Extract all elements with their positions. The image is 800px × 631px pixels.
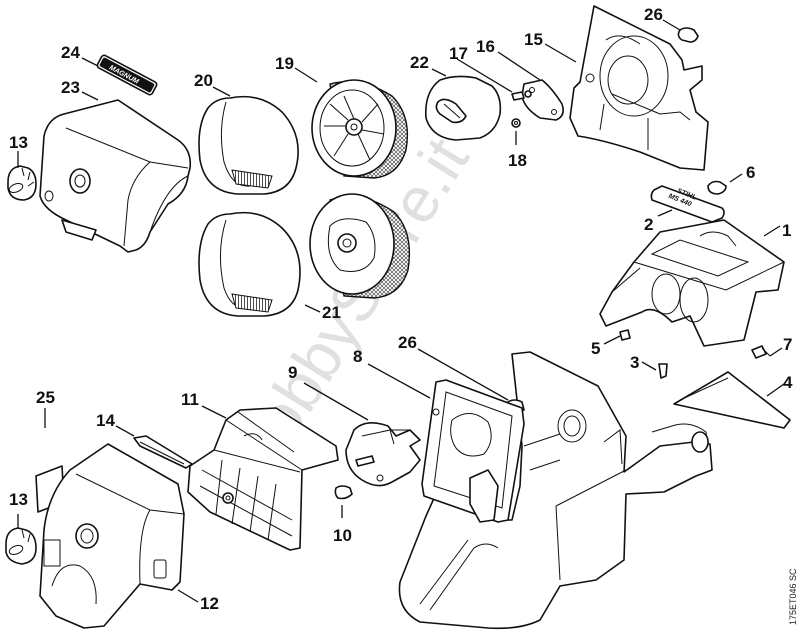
part-1-shroud[interactable]: [599, 219, 785, 347]
callout-26-top: 26: [644, 5, 663, 24]
callout-15: 15: [524, 30, 543, 49]
callout-22: 22: [410, 53, 429, 72]
leader-lines: [17, 19, 785, 603]
part-16-filter-plate[interactable]: [521, 79, 564, 121]
callout-5: 5: [591, 339, 600, 358]
part-17-stud[interactable]: [511, 90, 532, 101]
callout-19: 19: [275, 54, 294, 73]
part-22-foam-filter[interactable]: [424, 75, 502, 141]
part-13-cover-knob-bottom[interactable]: [5, 527, 37, 565]
part-14-cover-strip[interactable]: [133, 435, 193, 469]
callout-labels: 24 23 13 20 19 21 22 17 16 18 15 26 6 2 …: [9, 5, 793, 613]
part-5-screw[interactable]: [619, 329, 631, 341]
part-12-filter-cover-standard[interactable]: [39, 443, 185, 629]
callout-2: 2: [644, 215, 653, 234]
callout-11: 11: [181, 390, 199, 409]
callout-25: 25: [36, 388, 55, 407]
callout-21: 21: [322, 303, 341, 322]
reference-code: 175ET046 SC: [788, 568, 798, 625]
callout-7: 7: [783, 335, 792, 354]
callout-20: 20: [194, 71, 213, 90]
callout-18: 18: [508, 151, 527, 170]
part-20-prefilter-sleeve[interactable]: [198, 95, 299, 195]
callout-13-top: 13: [9, 133, 28, 152]
callout-23: 23: [61, 78, 80, 97]
part-26-plug-top[interactable]: [677, 27, 699, 43]
part-10-screw[interactable]: [334, 485, 353, 500]
engine-housing[interactable]: [398, 351, 713, 630]
part-19-air-filter-hd[interactable]: [311, 79, 409, 179]
callout-24: 24: [61, 43, 80, 62]
callout-8: 8: [353, 347, 362, 366]
part-13-cover-knob-top[interactable]: [7, 165, 37, 201]
callout-9: 9: [288, 363, 297, 382]
callout-6: 6: [746, 163, 755, 182]
part-23-filter-cover-magnum[interactable]: [39, 99, 192, 253]
part-7-screw[interactable]: [751, 345, 771, 359]
part-6-rubber-plug[interactable]: [707, 180, 727, 195]
callout-1: 1: [782, 221, 791, 240]
part-8-carburetor-plate[interactable]: [421, 379, 525, 523]
part-15-carburetor-box[interactable]: [569, 5, 709, 171]
callout-17: 17: [449, 44, 468, 63]
part-4-baffle-plate[interactable]: [673, 371, 791, 429]
callout-4: 4: [783, 373, 793, 392]
callout-12: 12: [200, 594, 219, 613]
callout-10: 10: [333, 526, 352, 545]
callout-3: 3: [630, 353, 639, 372]
part-24-magnum-badge[interactable]: MAGNUM: [96, 54, 158, 96]
part-21-prefilter-sleeve-fine[interactable]: [198, 211, 301, 317]
part-9-choke-bracket[interactable]: [345, 422, 421, 487]
part-air-filter-standard[interactable]: [309, 193, 411, 299]
callout-16: 16: [476, 37, 495, 56]
callout-26-lower: 26: [398, 333, 417, 352]
part-18-nut[interactable]: [511, 118, 521, 128]
part-3-grommet[interactable]: [658, 363, 668, 379]
callout-14: 14: [96, 411, 115, 430]
callout-13-bottom: 13: [9, 490, 28, 509]
